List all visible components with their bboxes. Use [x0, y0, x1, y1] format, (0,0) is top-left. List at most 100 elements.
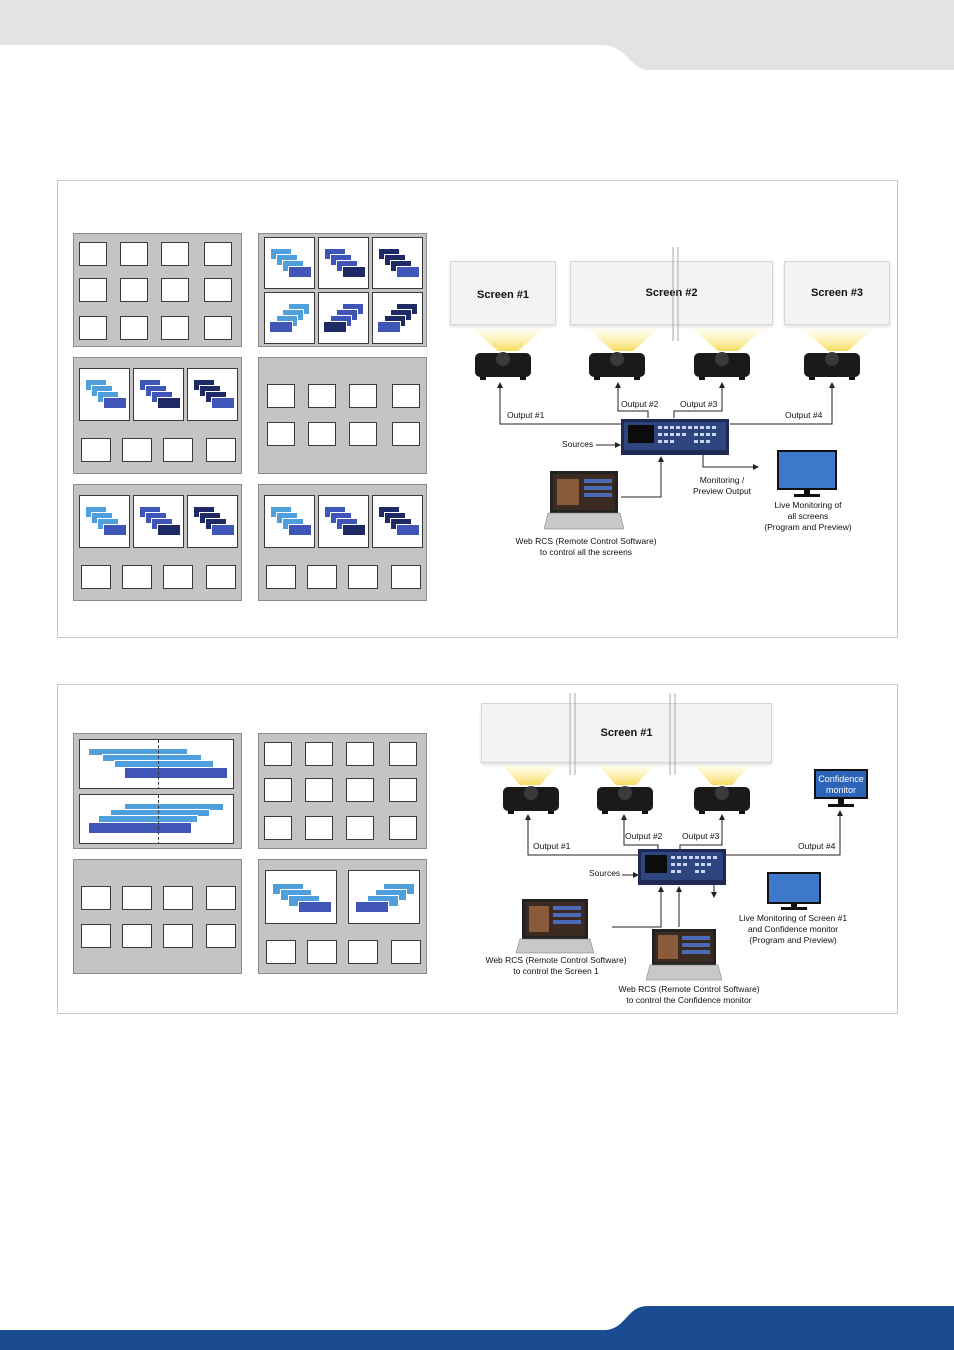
input-box	[122, 438, 152, 462]
screen-1: Screen #1	[450, 261, 556, 325]
input-box	[204, 316, 232, 340]
screen-1: Screen #1	[481, 703, 772, 763]
screen-3: Screen #3	[784, 261, 890, 325]
layout-thumbnail	[73, 859, 242, 974]
preset-window	[187, 495, 238, 548]
processor-device	[621, 419, 729, 455]
input-box	[389, 742, 417, 766]
input-box	[305, 778, 333, 802]
monitoring-arrow	[702, 451, 759, 470]
output-4-arrow	[726, 810, 843, 856]
input-box	[79, 242, 107, 266]
monitor-icon	[777, 450, 837, 497]
web-rcs-label: Web RCS (Remote Control Software)to cont…	[485, 955, 627, 976]
screen-label: Screen #2	[645, 287, 698, 299]
input-box	[206, 924, 236, 948]
input-box	[348, 565, 378, 589]
input-box	[120, 316, 148, 340]
input-box	[305, 742, 333, 766]
input-box	[163, 886, 193, 910]
output-4-arrow	[730, 382, 835, 425]
output-2-arrow	[621, 814, 659, 851]
output-label: Output #3	[682, 831, 720, 841]
input-box	[81, 924, 111, 948]
sources-label: Sources	[589, 868, 621, 878]
rcs-1-arrow	[612, 886, 664, 928]
preset-window	[133, 368, 184, 421]
preset-window	[79, 739, 234, 789]
layout-thumbnail	[73, 233, 242, 347]
confidence-monitor-stand	[828, 799, 854, 807]
input-box	[266, 940, 296, 964]
layout-thumbnail	[258, 859, 427, 974]
input-box	[348, 940, 378, 964]
screen-label: Screen #3	[811, 287, 863, 299]
input-box	[81, 886, 111, 910]
input-box	[122, 886, 152, 910]
layout-thumbnail	[73, 484, 242, 601]
layout-thumbnail	[258, 484, 427, 601]
output-label: Output #2	[625, 831, 663, 841]
sources-label: Sources	[562, 439, 594, 449]
projector-beams	[502, 765, 750, 785]
output-1-arrow	[497, 382, 621, 425]
layout-thumbnail	[73, 357, 242, 474]
preset-window	[318, 292, 369, 344]
input-box	[122, 924, 152, 948]
preset-window	[348, 870, 420, 924]
preset-window	[372, 292, 423, 344]
screen-break-mark	[672, 247, 679, 341]
input-box	[267, 422, 295, 446]
input-box	[79, 278, 107, 302]
rcs-arrow	[621, 456, 664, 498]
preset-window	[264, 292, 315, 344]
layout-thumbnail	[258, 357, 427, 474]
web-rcs-label: Web RCS (Remote Control Software)to cont…	[618, 984, 760, 1005]
figure-three-screen-setup: Screen #1 Screen #2 Screen #3	[57, 180, 898, 638]
input-box	[308, 422, 336, 446]
output-label: Output #1	[507, 410, 545, 420]
input-box	[391, 940, 421, 964]
layout-thumbnail	[258, 233, 427, 347]
projector-icon	[804, 352, 860, 380]
layout-thumbnail	[258, 733, 427, 849]
input-box	[120, 242, 148, 266]
input-box	[163, 438, 193, 462]
input-box	[206, 565, 236, 589]
projector-icon	[694, 352, 750, 380]
diagram-graphics	[502, 693, 854, 981]
layout-thumbnail	[73, 733, 242, 849]
projector-icon	[503, 786, 559, 814]
preset-window	[79, 368, 130, 421]
preset-window	[264, 495, 315, 548]
projector-icon	[694, 786, 750, 814]
input-box	[161, 278, 189, 302]
input-box	[264, 816, 292, 840]
preset-window	[79, 794, 234, 844]
preset-window	[187, 368, 238, 421]
preset-window	[318, 495, 369, 548]
input-box	[307, 565, 337, 589]
output-label: Output #2	[621, 399, 659, 409]
output-label: Output #3	[680, 399, 718, 409]
preset-window	[133, 495, 184, 548]
laptop-icon	[543, 471, 625, 530]
output-label: Output #1	[533, 841, 571, 851]
input-box	[161, 316, 189, 340]
input-box	[346, 778, 374, 802]
input-box	[266, 565, 296, 589]
input-box	[79, 316, 107, 340]
input-box	[81, 438, 111, 462]
input-box	[122, 565, 152, 589]
input-box	[307, 940, 337, 964]
screen-label: Screen #1	[600, 727, 653, 739]
input-box	[204, 242, 232, 266]
diagram-graphics	[473, 247, 873, 530]
preset-window	[79, 495, 130, 548]
input-box	[264, 742, 292, 766]
output-label: Output #4	[785, 410, 823, 420]
page-header-bar	[0, 0, 954, 70]
